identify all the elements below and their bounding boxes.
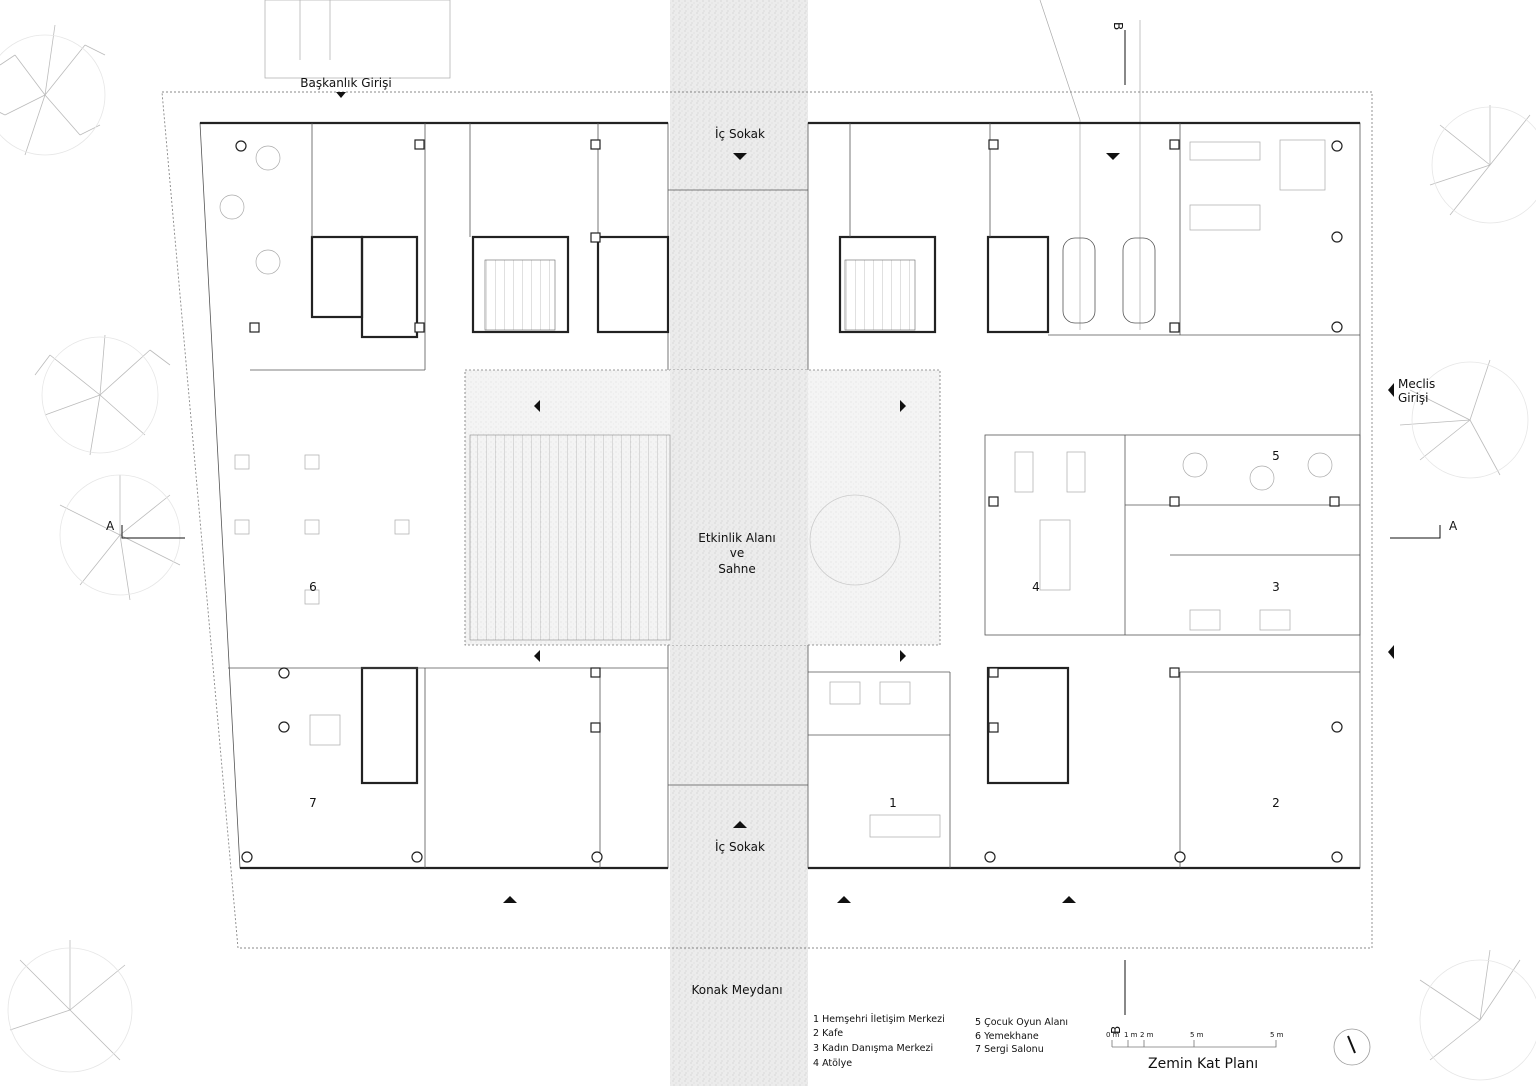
triangle-marker-icon <box>733 153 747 160</box>
north-arrow-icon <box>1333 1028 1371 1066</box>
triangle-marker-icon <box>503 896 517 903</box>
section-a-left: A <box>106 519 115 533</box>
triangle-marker-icon <box>900 400 906 412</box>
columns <box>235 139 1343 863</box>
event-label-2: ve <box>730 546 744 560</box>
scale-tick: 1 m <box>1124 1031 1138 1039</box>
section-a-right: A <box>1449 519 1458 533</box>
room-number-4: 4 <box>1032 580 1040 594</box>
street-bottom-label: İç Sokak <box>715 839 765 854</box>
room-number-3: 3 <box>1272 580 1280 594</box>
section-lines <box>121 30 1441 1015</box>
square-label: Konak Meydanı <box>691 983 782 997</box>
entrance-baskanlik: Başkanlık Girişi <box>300 76 391 90</box>
section-b-top: B <box>1111 22 1125 30</box>
entrance-meclis-1: Meclis <box>1398 377 1435 391</box>
scale-tick: 5 m <box>1190 1031 1204 1039</box>
scale-bar: 0 m 1 m 2 m 5 m 5 m <box>1106 1031 1284 1048</box>
scale-tick: 5 m <box>1270 1031 1284 1039</box>
room-number-5: 5 <box>1272 449 1280 463</box>
room-number-1: 1 <box>889 796 897 810</box>
legend-item: 7 Sergi Salonu <box>975 1044 1044 1055</box>
triangle-marker-icon <box>534 650 540 662</box>
section-b-bottom: B <box>1109 1026 1123 1034</box>
legend-item: 4 Atölye <box>813 1058 852 1069</box>
triangle-marker-icon <box>1388 645 1394 659</box>
triangle-marker-icon <box>1388 383 1394 397</box>
triangle-marker-icon <box>336 92 346 98</box>
entrance-meclis-2: Girişi <box>1398 391 1429 405</box>
building-walls <box>199 121 1361 870</box>
legend-item: 2 Kafe <box>813 1028 843 1039</box>
legend-item: 3 Kadın Danışma Merkezi <box>813 1043 933 1054</box>
legend: 1 Hemşehri İletişim Merkezi 2 Kafe 3 Kad… <box>813 1014 1068 1069</box>
event-label-3: Sahne <box>718 562 756 576</box>
room-number-6: 6 <box>309 580 317 594</box>
triangle-marker-icon <box>1062 896 1076 903</box>
scale-tick: 2 m <box>1140 1031 1154 1039</box>
trees <box>0 24 1536 1081</box>
site-boundary <box>161 91 1373 949</box>
entry-markers <box>336 92 1394 903</box>
scale-tick: 0 m <box>1106 1031 1120 1039</box>
plan-title: Zemin Kat Planı <box>1148 1056 1258 1072</box>
triangle-marker-icon <box>733 821 747 828</box>
furniture <box>219 139 1333 838</box>
legend-item: 6 Yemekhane <box>975 1031 1039 1042</box>
room-number-2: 2 <box>1272 796 1280 810</box>
event-label-1: Etkinlik Alanı <box>698 531 775 545</box>
approach-top <box>264 0 1141 330</box>
legend-item: 5 Çocuk Oyun Alanı <box>975 1017 1068 1028</box>
street-top-label: İç Sokak <box>715 126 765 141</box>
triangle-marker-icon <box>837 896 851 903</box>
triangle-marker-icon <box>900 650 906 662</box>
room-number-7: 7 <box>309 796 317 810</box>
event-area <box>464 369 941 646</box>
triangle-marker-icon <box>534 400 540 412</box>
legend-item: 1 Hemşehri İletişim Merkezi <box>813 1014 945 1025</box>
triangle-marker-icon <box>1106 153 1120 160</box>
